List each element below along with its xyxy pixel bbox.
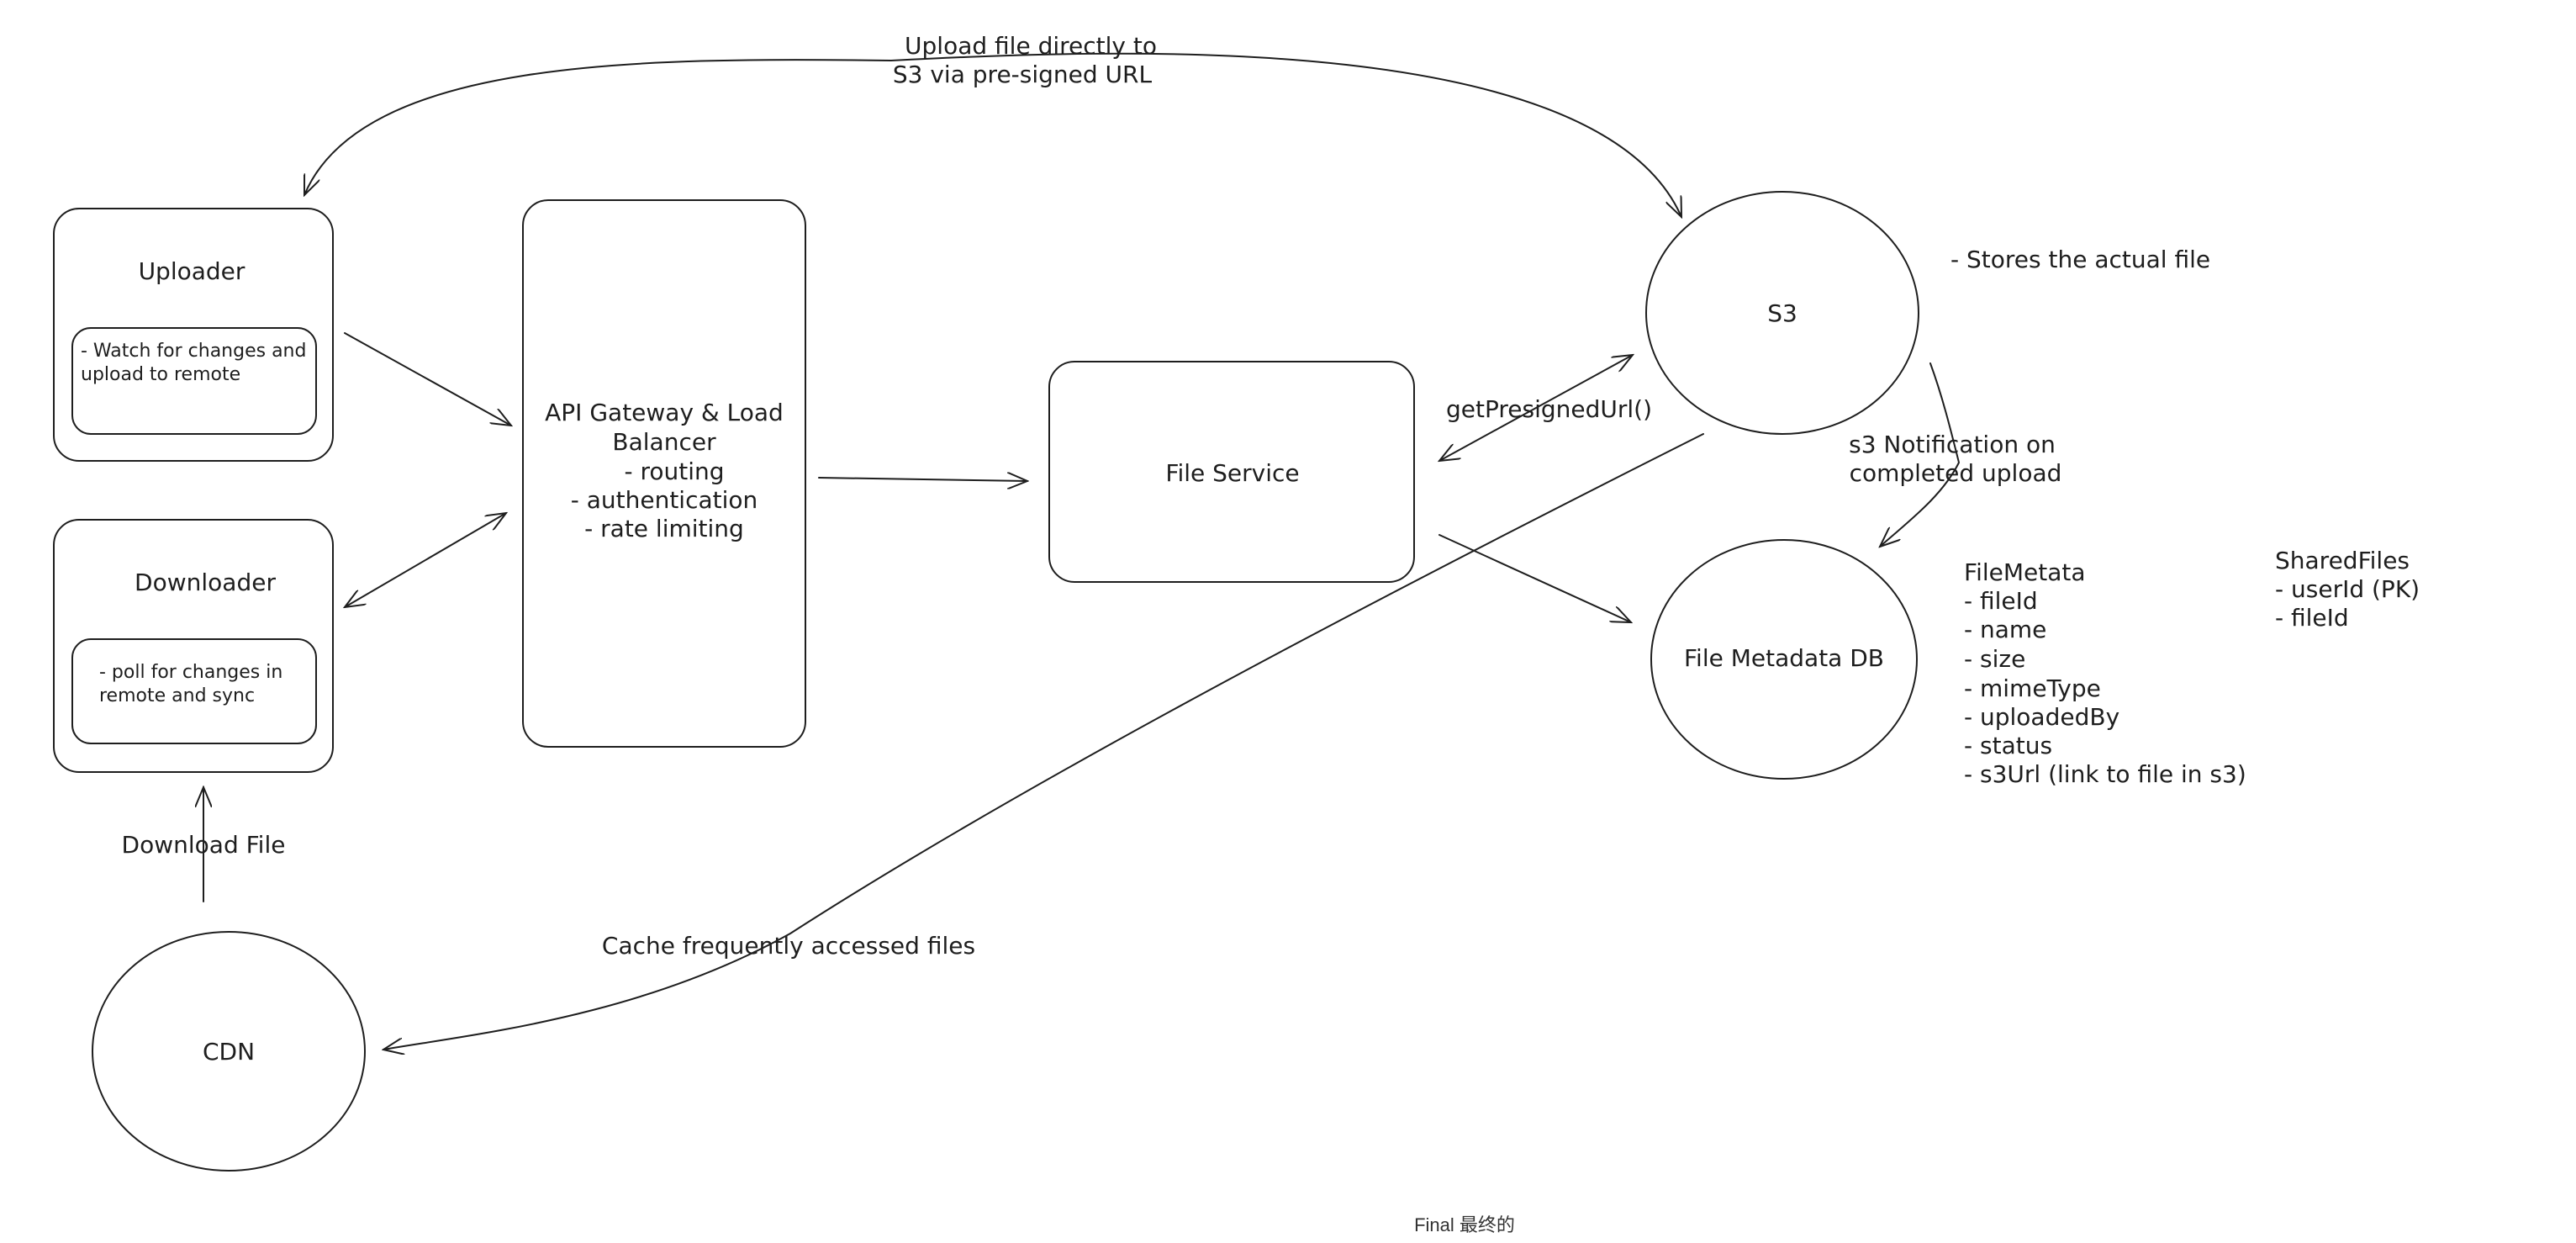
downloader-note-box <box>71 638 317 744</box>
schema-file-metadata-field: - status <box>1964 732 2052 759</box>
cdn-label: CDN <box>203 1038 255 1066</box>
api-gateway-line-2: Balancer <box>612 428 716 456</box>
metadata-db-node[interactable]: File Metadata DB <box>1650 539 1918 780</box>
annotation-s3-stores: - Stores the actual file <box>1950 246 2210 273</box>
uploader-box <box>53 208 334 462</box>
api-gateway-line-1: API Gateway & Load <box>545 399 784 426</box>
schema-file-metadata-field: - fileId <box>1964 587 2038 615</box>
annotation-get-presigned: getPresignedUrl() <box>1446 395 1652 423</box>
schema-shared-files-field: - fileId <box>2275 604 2349 632</box>
diagram-caption: Final 最终的 <box>1414 1214 1515 1235</box>
annotation-upload-direct-line-2: S3 via pre-signed URL <box>893 61 1153 88</box>
file-service-box <box>1048 361 1415 583</box>
file-service-label: File Service <box>1165 459 1299 487</box>
schema-shared-files-title: SharedFiles <box>2275 547 2410 574</box>
cdn-circle <box>92 931 366 1172</box>
schema-file-metadata-field: - s3Url (link to file in s3) <box>1964 760 2246 788</box>
file-service-node[interactable]: File Service <box>1048 361 1415 583</box>
schema-file-metadata-field: - uploadedBy <box>1964 703 2119 731</box>
s3-node[interactable]: S3 <box>1645 191 1919 435</box>
downloader-note-line-1: - poll for changes in <box>99 662 282 683</box>
arrow-gateway-to-file-service <box>818 478 1027 481</box>
schema-shared-files-field: - userId (PK) <box>2275 575 2420 603</box>
arrow-upload-direct-to-s3 <box>304 52 1681 217</box>
api-gateway-line-4: - authentication <box>571 486 758 514</box>
schema-file-metadata-field: - name <box>1964 616 2046 643</box>
arrow-downloader-gateway <box>345 513 506 607</box>
cdn-node[interactable]: CDN <box>92 931 366 1172</box>
downloader-node[interactable]: Downloader - poll for changes in remote … <box>53 519 334 773</box>
annotation-s3-notification-line-1: s3 Notification on <box>1849 431 2056 458</box>
metadata-db-circle <box>1650 539 1918 780</box>
annotation-download-file: Download File <box>122 831 286 859</box>
shared-files-schema: SharedFiles - userId (PK) - fileId <box>2275 547 2420 632</box>
arrow-s3-to-cdn <box>383 433 1704 1050</box>
arrow-s3-notification <box>1880 362 1960 547</box>
annotation-s3-notification-line-2: completed upload <box>1850 459 2062 487</box>
uploader-title: Uploader <box>139 257 245 285</box>
s3-label: S3 <box>1767 299 1797 327</box>
arrow-file-service-s3 <box>1439 355 1633 461</box>
schema-file-metadata-field: - size <box>1964 645 2025 673</box>
uploader-note-box <box>71 327 317 435</box>
metadata-db-label: File Metadata DB <box>1684 644 1884 672</box>
s3-circle <box>1645 191 1919 435</box>
uploader-note-line-1: - Watch for changes and <box>81 341 306 362</box>
schema-file-metadata-title: FileMetata <box>1964 558 2086 586</box>
api-gateway-line-3: - routing <box>624 458 724 485</box>
arrow-file-service-to-metadata <box>1438 534 1631 622</box>
file-metadata-schema: FileMetata - fileId - name - size - mime… <box>1964 558 2246 788</box>
downloader-box <box>53 519 334 773</box>
api-gateway-node[interactable]: API Gateway & Load Balancer - routing - … <box>522 199 806 748</box>
annotation-upload-direct-line-1: Upload file directly to <box>905 32 1157 60</box>
api-gateway-line-5: - rate limiting <box>584 515 744 542</box>
schema-file-metadata-field: - mimeType <box>1964 674 2101 702</box>
arrow-uploader-to-gateway <box>344 332 511 426</box>
uploader-note-line-2: upload to remote <box>81 364 240 385</box>
uploader-node[interactable]: Uploader - Watch for changes and upload … <box>53 208 334 462</box>
downloader-title: Downloader <box>135 569 276 596</box>
downloader-note-line-2: remote and sync <box>99 685 255 706</box>
annotation-cache: Cache frequently accessed files <box>602 932 975 960</box>
